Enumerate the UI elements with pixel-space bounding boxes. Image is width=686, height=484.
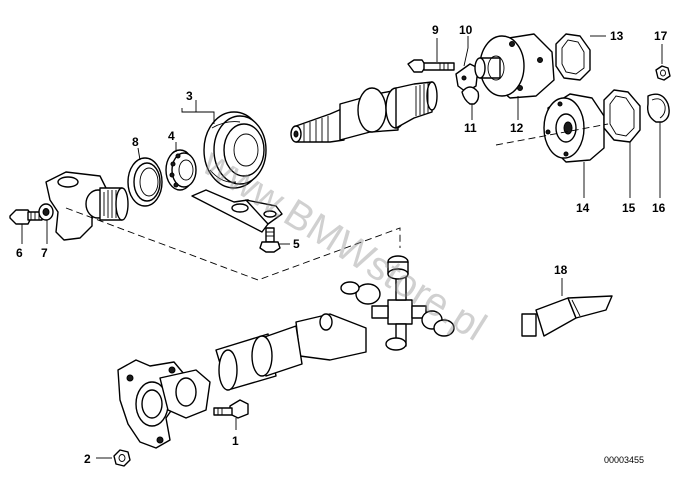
center-bearing-support-3[interactable] — [191, 111, 283, 233]
grease-tube-18[interactable] — [521, 295, 613, 337]
callout-9: 9 — [432, 23, 439, 37]
callout-2: 2 — [84, 452, 91, 466]
callout-labels: 1 2 3 4 5 6 7 8 9 10 11 12 13 14 15 16 1… — [16, 23, 668, 466]
nut-2[interactable] — [113, 449, 131, 467]
rear-drive-shaft[interactable] — [215, 313, 367, 391]
bolt-6[interactable] — [9, 209, 43, 225]
drive-flange-12[interactable] — [474, 33, 555, 99]
callout-6: 6 — [16, 246, 23, 260]
lock-plate-10[interactable] — [455, 63, 479, 93]
leader-lines — [21, 35, 663, 459]
assembly-bracket-line — [65, 207, 401, 281]
bolt-9[interactable] — [407, 59, 455, 73]
callout-12: 12 — [510, 121, 524, 135]
callout-17: 17 — [654, 29, 668, 43]
watermark: www.BMWstore.pl — [194, 140, 493, 350]
callout-10: 10 — [459, 23, 473, 37]
washer-7[interactable] — [38, 203, 54, 221]
callout-5: 5 — [293, 237, 300, 251]
callout-1: 1 — [232, 434, 239, 448]
flex-disc-14[interactable] — [543, 93, 605, 163]
circlip-11[interactable] — [461, 86, 480, 105]
gasket-15[interactable] — [603, 89, 641, 143]
callout-3: 3 — [186, 89, 193, 103]
bolt-5[interactable] — [259, 227, 281, 253]
assembly-axis-line — [495, 123, 609, 146]
callout-14: 14 — [576, 201, 590, 215]
nut-17[interactable] — [655, 65, 671, 81]
catalog-number: 00003455 — [604, 455, 644, 465]
callout-13: 13 — [610, 29, 624, 43]
callout-7: 7 — [41, 246, 48, 260]
front-drive-shaft[interactable] — [290, 81, 438, 143]
seal-ring-8[interactable] — [127, 157, 163, 207]
callout-16: 16 — [652, 201, 666, 215]
universal-joint-cross[interactable] — [340, 255, 455, 351]
callout-18: 18 — [554, 263, 568, 277]
gasket-13[interactable] — [555, 33, 591, 81]
callout-15: 15 — [622, 201, 636, 215]
callout-8: 8 — [132, 135, 139, 149]
bolt-1[interactable] — [213, 399, 249, 419]
callout-4: 4 — [168, 129, 175, 143]
snap-ring-16[interactable] — [646, 93, 670, 123]
callout-11: 11 — [464, 121, 477, 135]
front-flange-yoke[interactable] — [117, 359, 211, 449]
yoke-flange[interactable] — [45, 171, 129, 241]
ball-bearing-4[interactable] — [165, 149, 197, 191]
